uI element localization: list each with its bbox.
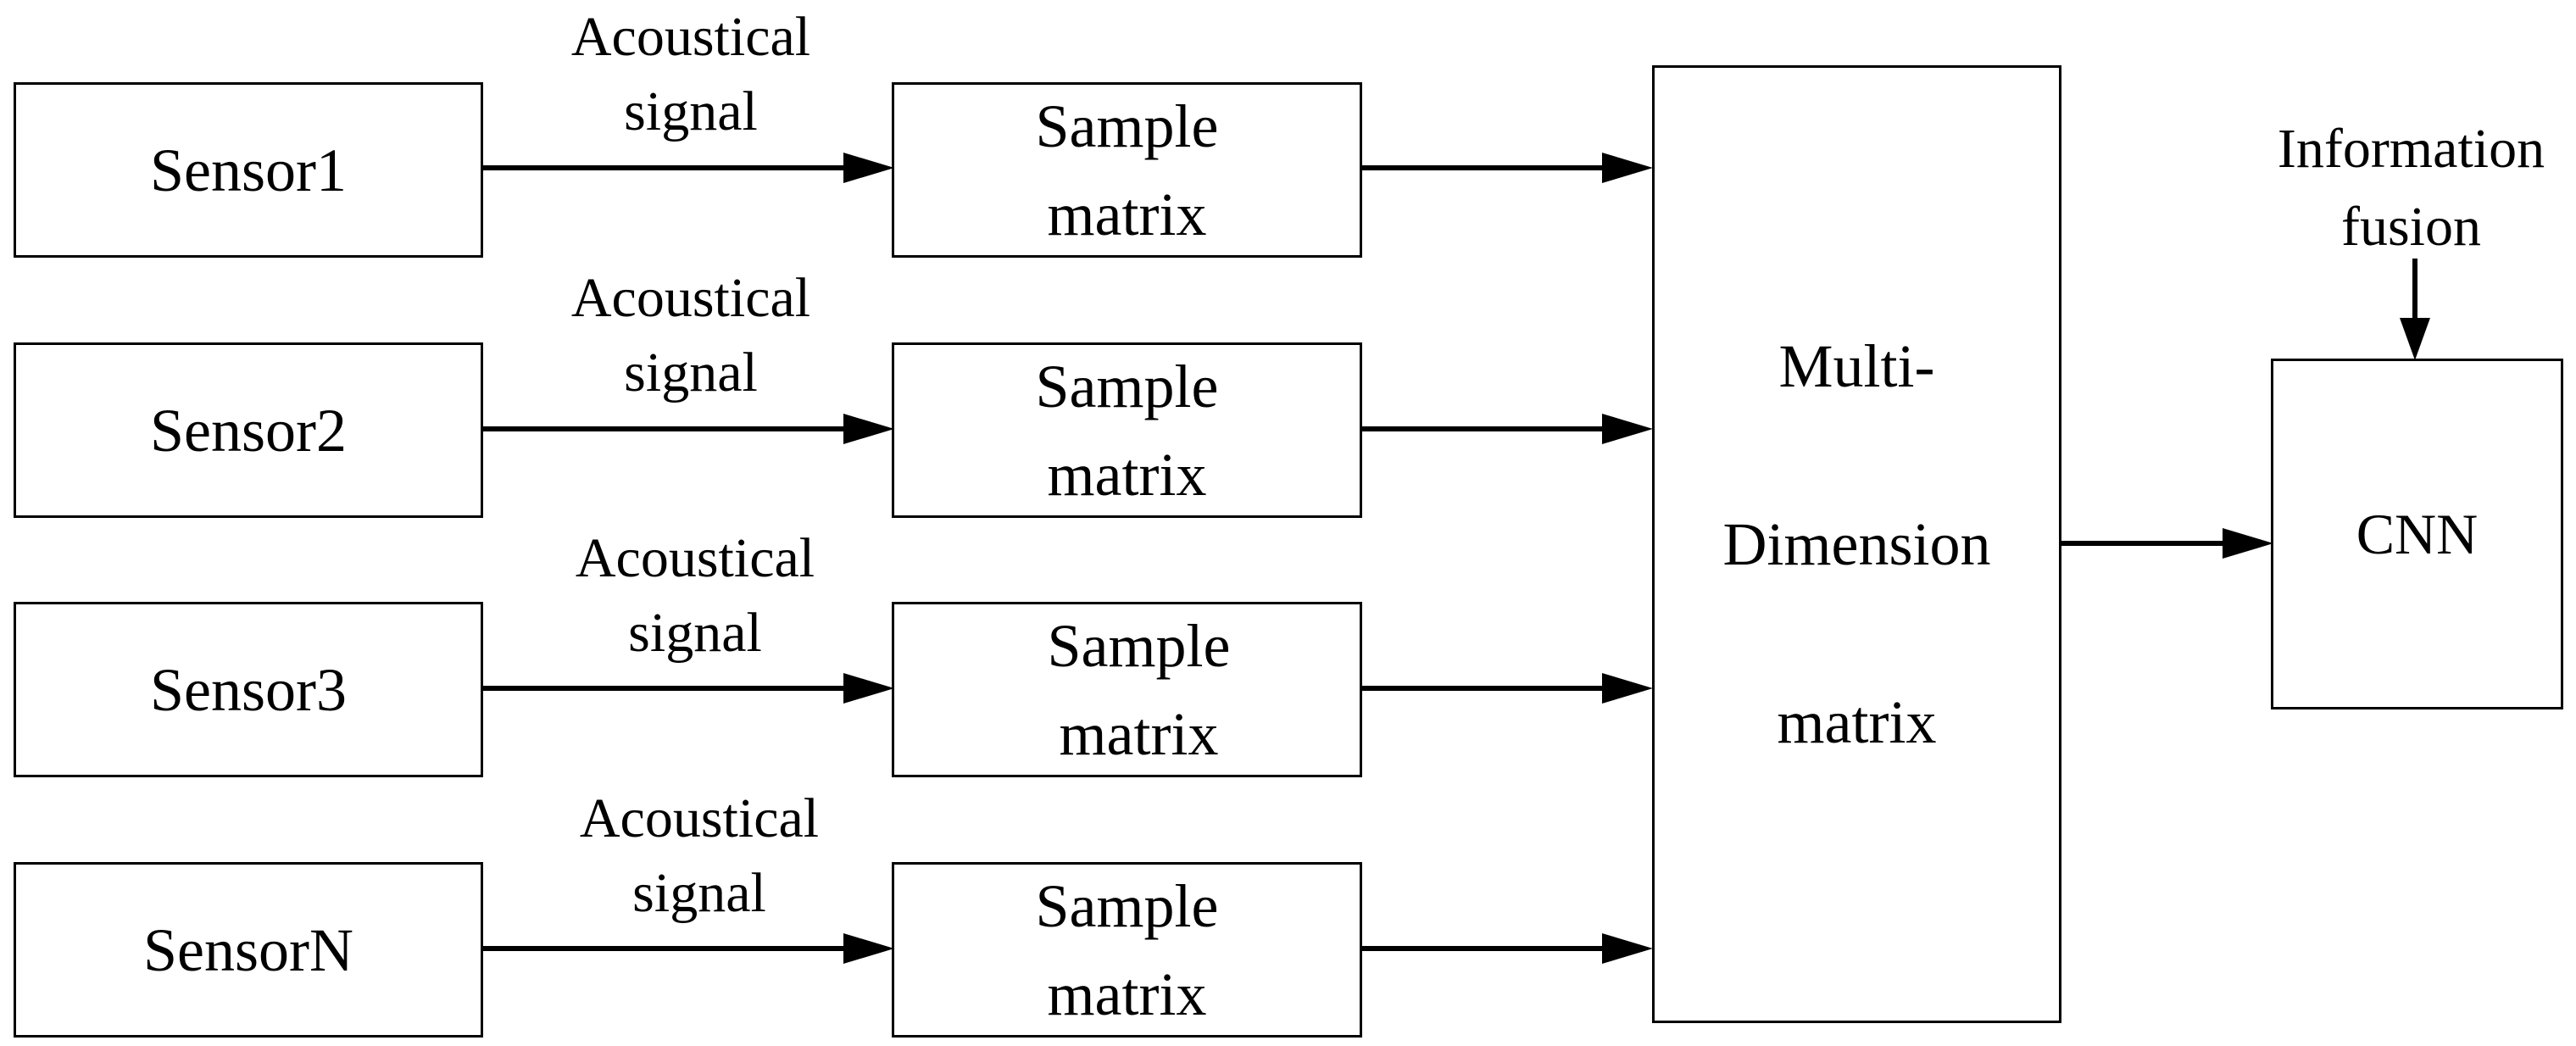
sample-matrix-box-4: Sample matrix — [892, 862, 1362, 1038]
sensor-label: SensorN — [143, 915, 353, 984]
sensor-box-3: Sensor3 — [14, 602, 483, 777]
sensor-label: Sensor3 — [150, 655, 347, 724]
signal-label-3: Acoustical signal — [575, 527, 815, 664]
sample-matrix-box-1: Sample matrix — [892, 82, 1362, 258]
sensor-box-1: Sensor1 — [14, 82, 483, 258]
sensor-box-n: SensorN — [14, 862, 483, 1038]
sensor-label: Sensor1 — [150, 136, 347, 204]
signal-label-1: Acoustical signal — [570, 6, 811, 142]
cnn-box: CNN — [2271, 359, 2563, 709]
signal-label-4: Acoustical signal — [579, 787, 820, 924]
sample-matrix-box-2: Sample matrix — [892, 342, 1362, 518]
signal-label-2: Acoustical signal — [570, 267, 811, 403]
information-fusion-label: Information fusion — [2277, 118, 2545, 258]
sensor-label: Sensor2 — [150, 396, 347, 465]
sensor-box-2: Sensor2 — [14, 342, 483, 518]
sample-matrix-box-3: Sample matrix — [892, 602, 1362, 777]
multi-dimension-matrix-box: Multi- Dimension matrix — [1652, 65, 2061, 1023]
